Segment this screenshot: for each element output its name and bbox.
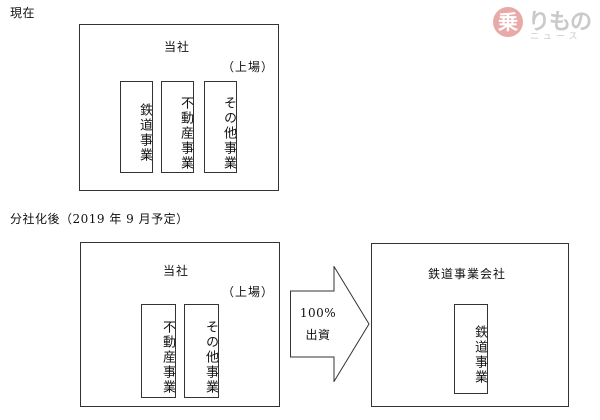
- current-listed-label: （上場）: [222, 60, 275, 74]
- logo-subtext: ニュース: [530, 32, 582, 42]
- after-listed-label: （上場）: [222, 285, 275, 299]
- railway-company-title: 鉄道事業会社: [428, 267, 507, 281]
- after-company-box: [80, 242, 280, 407]
- investment-arrow: 100% 出資: [290, 264, 370, 384]
- current-business-railway: 鉄道事業: [120, 81, 153, 173]
- current-heading: 現在: [10, 6, 36, 20]
- after-business-other: その他事業: [184, 304, 219, 398]
- railway-company-business: 鉄道事業: [454, 304, 488, 394]
- current-company-title: 当社: [164, 40, 191, 54]
- after-heading: 分社化後（2019 年 9 月予定）: [10, 212, 189, 226]
- logo-mark-icon: 乗: [493, 7, 523, 37]
- current-business-other: その他事業: [204, 81, 237, 173]
- norimono-news-logo: 乗 りもの ニュース: [488, 4, 592, 42]
- after-company-title: 当社: [163, 264, 190, 278]
- svg-text:乗: 乗: [498, 10, 518, 34]
- arrow-investment-label: 出資: [305, 328, 331, 342]
- arrow-percentage: 100%: [299, 306, 337, 320]
- current-business-real-estate: 不動産事業: [161, 81, 194, 173]
- after-business-real-estate: 不動産事業: [141, 304, 176, 398]
- right-arrow-icon: [290, 264, 370, 384]
- logo-text: りもの: [528, 10, 592, 35]
